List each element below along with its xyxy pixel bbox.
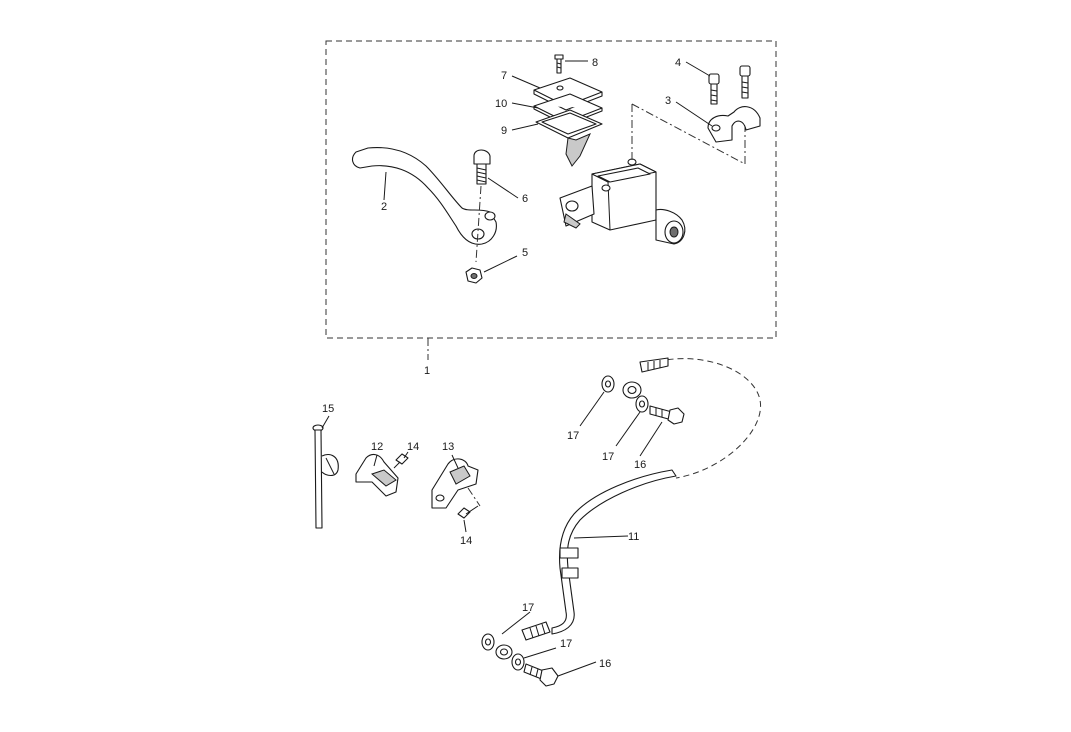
callout-17-a: 17 (567, 430, 579, 442)
callout-17-b: 17 (602, 451, 614, 463)
small-bolt-lower (457, 505, 479, 519)
callout-3: 3 (665, 95, 671, 107)
master-cylinder-assembly-boundary (325, 40, 777, 339)
callout-13: 13 (442, 441, 454, 453)
callout-14-lower: 14 (460, 535, 472, 547)
callout-17-c: 17 (522, 602, 534, 614)
callout-12: 12 (371, 441, 383, 453)
callout-5: 5 (522, 247, 528, 259)
hose-bracket (431, 458, 479, 509)
sealing-washers (481, 375, 649, 671)
callout-6: 6 (522, 193, 528, 205)
pivot-bolt (473, 149, 491, 185)
small-bolt-upper (393, 453, 409, 469)
cap-screw (554, 54, 564, 74)
callout-7: 7 (501, 70, 507, 82)
clamp-bolts (708, 65, 751, 105)
callout-14-upper: 14 (407, 441, 419, 453)
master-cylinder-body (559, 158, 686, 245)
callout-1: 1 (424, 365, 430, 377)
callout-4: 4 (675, 57, 681, 69)
callout-10: 10 (495, 98, 507, 110)
callout-11: 11 (628, 531, 639, 543)
diaphragm (535, 109, 603, 167)
union-bolts (523, 405, 685, 687)
callout-17-d: 17 (560, 638, 572, 650)
callout-2: 2 (381, 201, 387, 213)
handlebar-clamp (707, 106, 761, 143)
callout-8: 8 (592, 57, 598, 69)
hose-clip (355, 453, 399, 497)
lever-nut (465, 267, 483, 284)
callout-9: 9 (501, 125, 507, 137)
callout-15: 15 (322, 403, 334, 415)
callout-16-lower: 16 (599, 658, 611, 670)
brake-hose (495, 357, 762, 660)
cable-tie (312, 424, 339, 529)
callout-16-upper: 16 (634, 459, 646, 471)
